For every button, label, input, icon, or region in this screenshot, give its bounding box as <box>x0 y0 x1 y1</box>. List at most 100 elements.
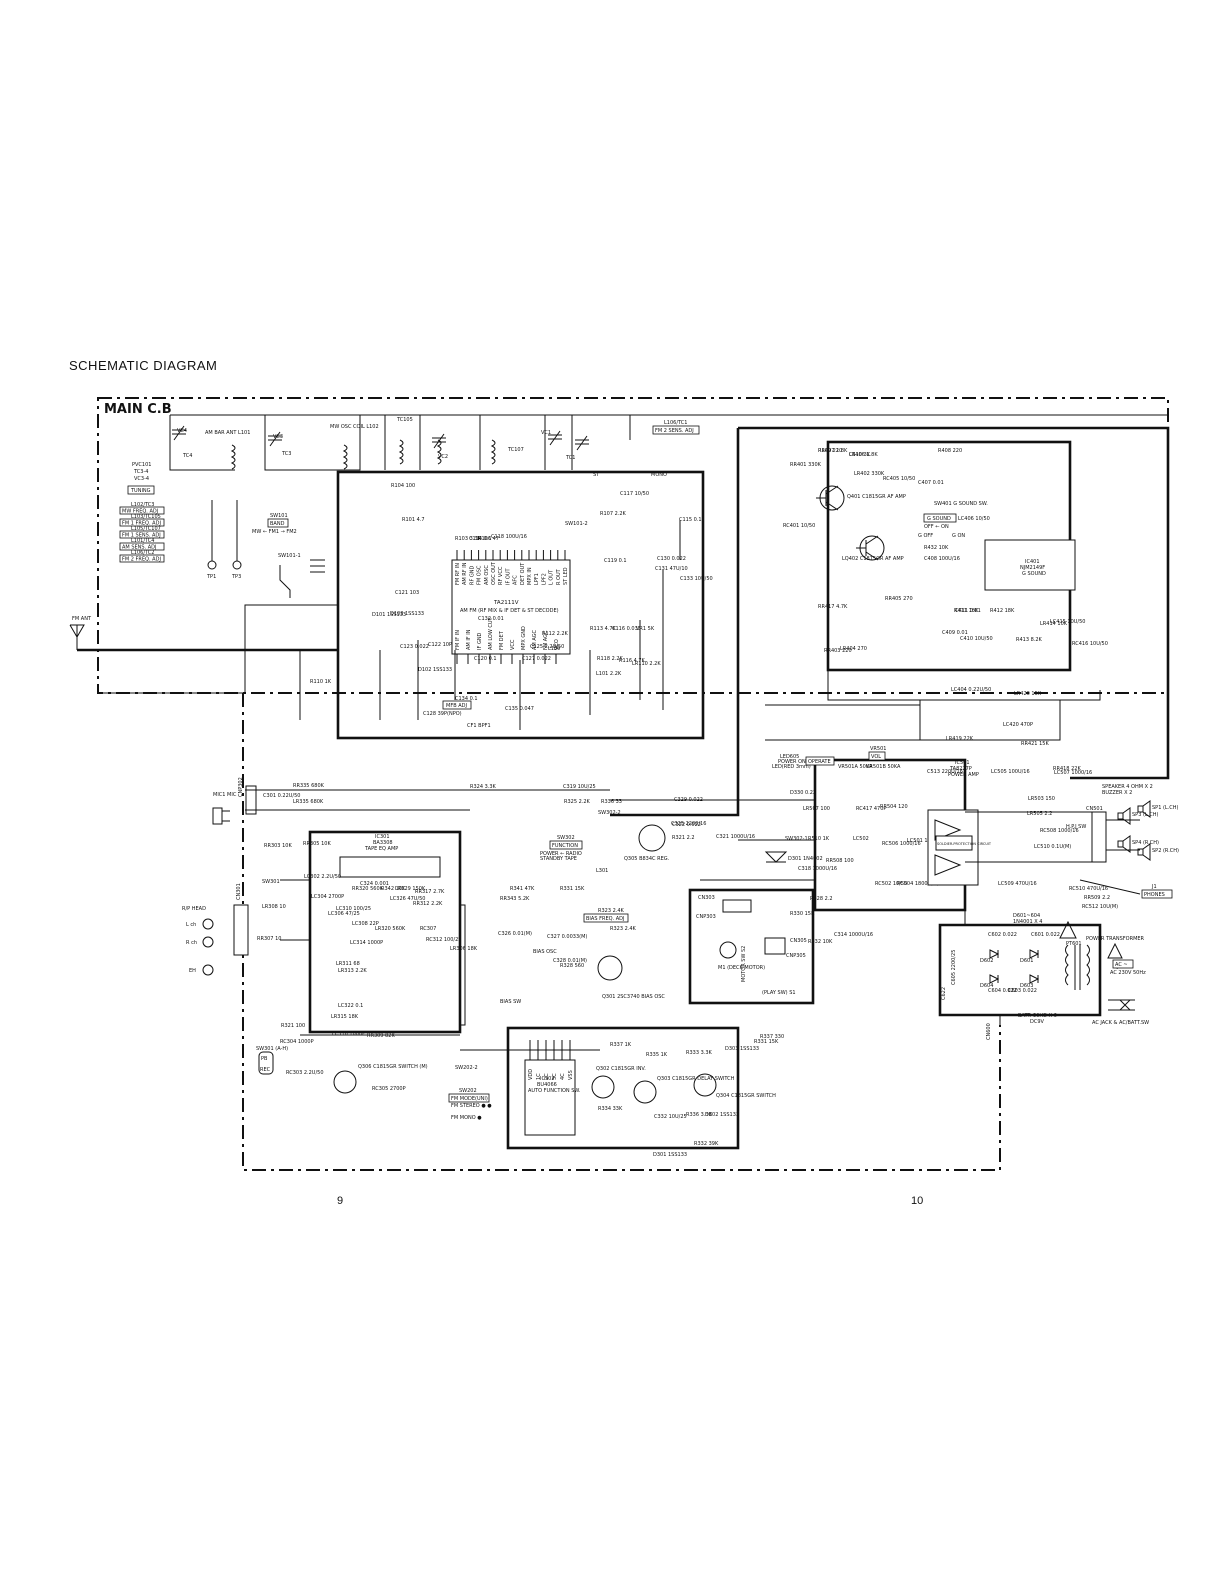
tuner-pin-label: ST LED <box>563 567 569 585</box>
ac-jack-label: AC JACK & AC/BATT.SW <box>1092 1020 1149 1026</box>
tuner-ic-body <box>451 559 571 655</box>
phones-box: PHONES <box>1141 889 1173 899</box>
speaker-icon <box>1117 807 1131 825</box>
svg-text:TUNING: TUNING <box>130 488 151 494</box>
tuner-pin-label: FM RF IN <box>455 563 461 585</box>
play-switch-label: (PLAY SW) S1 <box>762 990 796 996</box>
component-label: D103 1SS133 <box>390 611 424 617</box>
coil-icon <box>436 439 442 465</box>
test-point-3-label: TP3 <box>231 574 241 580</box>
adj-label: MW FREQ. ADJ <box>122 509 158 515</box>
test-point-1 <box>207 560 217 570</box>
component-label: C314 1000U/16 <box>834 932 873 938</box>
component-label: L101 2.2K <box>596 671 622 677</box>
component-label: R112 2.2K <box>542 631 569 637</box>
component-label: R335 1K <box>646 1052 668 1058</box>
component-label: R336 33 <box>601 799 622 805</box>
q306-label: Q306 C1815GR SWITCH (M) <box>358 1064 428 1070</box>
coil-icon <box>398 439 404 465</box>
component-label: R510 1K <box>808 836 830 842</box>
component-label: LC501 10/50 <box>907 838 939 844</box>
tuner-pin-label: VCO <box>554 639 560 650</box>
warning-icon-2 <box>1107 942 1123 959</box>
output-connector-ref: CN501 <box>1086 806 1103 812</box>
component-label: RR403 220 <box>824 648 852 654</box>
component-label: RC504 1800P(M) <box>897 881 939 887</box>
component-label: RR343 5.2K <box>500 896 530 902</box>
diode-label: D603 <box>1020 983 1033 989</box>
speaker-label: SP4 (R.CH) <box>1132 840 1159 846</box>
q305-transistor <box>638 824 666 852</box>
ic501-amplifier-icon <box>934 819 962 876</box>
component-label: LR419 22K <box>946 736 974 742</box>
component-label: C122 10P <box>428 642 452 648</box>
tuner-pin-label: AM LOW CUT <box>488 616 494 650</box>
fm-stereo-label: FM STEREO ● ● <box>451 1103 492 1109</box>
component-label: R334 33K <box>598 1106 623 1112</box>
component-label: RC307 <box>420 926 436 932</box>
ic401-ref: IC401 <box>1025 559 1040 565</box>
component-label: D330 0.22 <box>790 790 816 796</box>
transformer-icon <box>1074 945 1081 990</box>
test-point-3 <box>232 560 242 570</box>
am-bar-antenna-label: AM BAR ANT L101 <box>205 430 250 436</box>
l301-label: R323 2.4K <box>598 908 625 914</box>
component-label: R106 47 <box>478 536 499 542</box>
component-label: LC316 1000P <box>332 1031 365 1037</box>
variable-capacitor-icon <box>172 425 186 441</box>
svg-text:FM 2 SENS. ADJ: FM 2 SENS. ADJ <box>655 428 694 434</box>
left-channel-label: L ch <box>186 922 196 928</box>
component-label: L301 <box>596 868 608 874</box>
component-label: C324 0.001 <box>360 881 389 887</box>
bias-osc-label: BIAS OSC <box>533 949 557 955</box>
d301-diode-icon <box>764 851 788 863</box>
tuner-pin-label: IF GND <box>477 632 483 650</box>
component-label: C123 0.022 <box>400 644 429 650</box>
d303-label: D303 1SS133 <box>725 1046 759 1052</box>
component-label: C119 0.1 <box>604 558 627 564</box>
component-label: C513 220U/16 <box>927 769 963 775</box>
component-label: LR311 68 <box>336 961 360 967</box>
cn600-label: CN600 <box>986 1023 992 1040</box>
c601-label: C601 0.022 <box>1031 932 1060 938</box>
d301-af-label: D301 1SS133 <box>653 1152 687 1158</box>
q305-label: Q305 B834C REG. <box>624 856 670 862</box>
adj-ref: L103/TC105 <box>131 514 161 520</box>
component-label: LR320 560K <box>375 926 406 932</box>
ic401-body <box>984 539 1076 591</box>
component-label: C325 2200/16 <box>671 821 706 827</box>
mic-ref: MIC1 MIC <box>213 792 237 798</box>
component-label: C135 0.047 <box>505 706 534 712</box>
c605-label: C605 2200/25 <box>951 950 957 985</box>
g-sound-switch: SW401 G SOUND SW. <box>934 501 988 507</box>
page-title: SCHEMATIC DIAGRAM <box>69 358 218 373</box>
tuner-ic-name: TA2111V <box>493 600 519 606</box>
fm-antenna-label: FM ANT <box>72 616 92 622</box>
component-label: R412 18K <box>990 608 1015 614</box>
speaker-icon <box>1137 800 1151 818</box>
svg-text:BIAS FREQ. ADJ: BIAS FREQ. ADJ <box>586 916 624 922</box>
component-label: R336 3.3K <box>686 1112 713 1118</box>
adj-label-box: FM 1 SENS. ADJ <box>119 530 165 539</box>
variable-capacitor-icon <box>575 435 589 451</box>
component-label: D101 1SS133 <box>372 612 406 618</box>
component-label: RR405 270 <box>885 596 913 602</box>
head-l-icon <box>202 918 214 930</box>
component-label: C408 100U/16 <box>924 556 960 562</box>
bias-freq-adj-box: BIAS FREQ. ADJ <box>583 913 629 923</box>
page-number-right: 10 <box>911 1195 924 1207</box>
ic302-pin-label: 2C <box>544 1073 550 1080</box>
component-label: RR317 2.7K <box>415 889 445 895</box>
rectifier-ref: D601~604 <box>1013 913 1040 919</box>
component-label: RR509 2.2 <box>1084 895 1110 901</box>
component-label: R118 2.2K <box>597 656 624 662</box>
svg-text:FUNCTION: FUNCTION <box>552 843 578 849</box>
component-label: RR320 560K <box>352 886 384 892</box>
tc-label: TC105 <box>396 417 413 423</box>
ic401-desc: G SOUND <box>1022 571 1046 577</box>
diode-icon <box>1029 974 1040 984</box>
g-off-label: G OFF <box>918 533 933 539</box>
